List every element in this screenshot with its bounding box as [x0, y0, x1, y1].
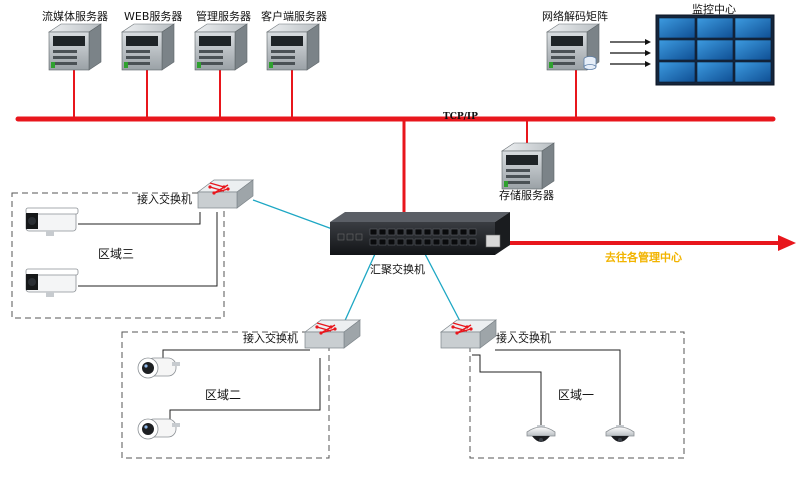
uplink-region-one	[424, 253, 463, 326]
bullet-camera-r3-1-icon	[25, 207, 79, 236]
region-two-label: 区域二	[205, 388, 242, 402]
dome-camera-r1-2-icon	[605, 425, 635, 442]
web-server-label: WEB服务器	[124, 10, 183, 23]
storage-server-icon	[501, 142, 555, 190]
wire-r3-cam1	[78, 212, 201, 225]
core-switch-icon	[330, 212, 510, 255]
monitor-center-label: 监控中心	[692, 3, 736, 16]
streaming-server-icon	[48, 23, 102, 71]
access-switch-region-two-label: 接入交换机	[243, 332, 298, 345]
region-two-box	[121, 331, 330, 459]
region-one-label: 区域一	[558, 388, 595, 402]
tube-camera-r2-1-icon	[137, 357, 180, 379]
tube-camera-r2-2-icon	[137, 418, 180, 440]
access-switch-region-one-icon	[439, 319, 498, 349]
web-server-icon	[121, 23, 175, 71]
region-three-label: 区域三	[98, 247, 135, 261]
wire-r1-cam1	[472, 354, 542, 428]
streaming-server-label: 流媒体服务器	[42, 10, 108, 23]
destination-label: 去往各管理中心	[605, 251, 682, 264]
wire-r1-cam2	[495, 349, 621, 428]
decoder-matrix-label: 网络解码矩阵	[542, 10, 608, 23]
wire-r3-cam2	[78, 212, 218, 287]
wire-r2-cam2	[169, 358, 321, 430]
client-server-icon	[266, 23, 320, 71]
uplink-region-three	[252, 199, 336, 231]
management-server-icon	[194, 23, 248, 71]
access-switch-region-two-icon	[303, 319, 362, 349]
destination-arrow	[505, 235, 796, 251]
bullet-camera-r3-2-icon	[25, 268, 79, 297]
management-server-label: 管理服务器	[196, 10, 251, 23]
decoder-disk-icon	[583, 56, 597, 70]
tcp-ip-label: TCP/IP	[443, 112, 478, 122]
access-switch-region-three-icon	[196, 179, 255, 209]
monitor-wall-icon	[655, 14, 775, 86]
uplink-region-two	[342, 253, 376, 326]
storage-server-label: 存储服务器	[499, 189, 554, 202]
dome-camera-r1-1-icon	[526, 425, 556, 442]
region-three-box	[11, 192, 225, 319]
core-switch-label: 汇聚交换机	[370, 263, 425, 276]
client-server-label: 客户端服务器	[261, 10, 327, 23]
access-switch-region-three-label: 接入交换机	[137, 193, 192, 206]
access-switch-region-one-label: 接入交换机	[496, 332, 551, 345]
wire-r2-cam1	[162, 349, 310, 367]
decoder-output-arrows	[610, 39, 651, 67]
